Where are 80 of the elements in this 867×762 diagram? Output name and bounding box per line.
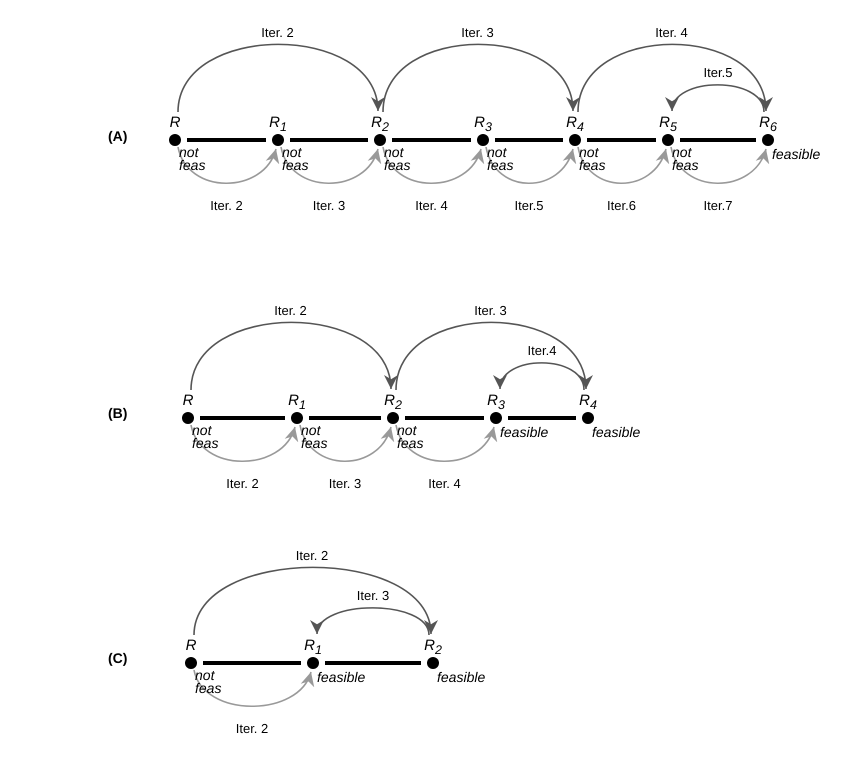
connecting-line — [508, 416, 576, 420]
arc-arrow — [395, 322, 590, 390]
status-label: not feas — [195, 669, 222, 695]
point-label: R — [184, 637, 198, 655]
edge-label: Iter. 2 — [208, 198, 245, 213]
connecting-line — [325, 661, 421, 665]
arc-arrow — [299, 424, 392, 462]
point-label: R — [182, 392, 194, 410]
edge-label: Iter.6 — [605, 198, 638, 213]
edge-label: Iter. 4 — [426, 476, 463, 491]
arc-arrow — [193, 670, 312, 707]
edge-label: Iter. 2 — [259, 24, 296, 40]
arc-arrow — [177, 44, 382, 112]
edge-label: Iter. 3 — [354, 588, 392, 603]
status-label: feasible — [500, 426, 548, 439]
arc-arrow — [668, 84, 765, 112]
point-label: R$_{3}$ — [473, 114, 493, 136]
edge-label: Iter. 3 — [310, 198, 348, 213]
point-label: R$_{1}$ — [303, 637, 323, 659]
edge-label: Iter.4 — [526, 343, 558, 358]
point-label: R$_{4}$ — [565, 114, 585, 136]
panel-label: (B) — [108, 405, 128, 421]
arc-arrow — [670, 146, 768, 184]
connecting-line — [495, 138, 563, 142]
status-label: not feas — [179, 146, 206, 172]
arc-arrow — [190, 322, 396, 390]
status-label: not feas — [301, 424, 328, 450]
arc-arrow — [485, 146, 574, 184]
point-label: R — [168, 114, 182, 132]
point-label: R$_{5}$ — [658, 114, 678, 136]
status-label: not feas — [487, 146, 514, 172]
status-label: not feas — [579, 146, 606, 172]
status-label: not feas — [397, 424, 424, 450]
point-label: R$_{2}$ — [383, 392, 403, 414]
connecting-line — [203, 661, 301, 665]
edge-label: Iter. 2 — [272, 302, 309, 318]
edge-label: Iter.5 — [702, 65, 734, 80]
status-label: not feas — [672, 146, 700, 172]
connecting-line — [392, 138, 471, 142]
arc-arrow — [395, 424, 496, 462]
point-label: R$_{6}$ — [758, 114, 778, 136]
connecting-line — [309, 416, 381, 420]
arc-arrow — [280, 146, 380, 184]
arc-arrow — [577, 146, 668, 184]
point-label: R$_{1}$ — [268, 114, 288, 136]
panel-label: (C) — [108, 650, 128, 666]
connecting-line — [680, 138, 756, 142]
point-label: R$_{4}$ — [578, 392, 598, 414]
connecting-line — [587, 138, 656, 142]
edge-label: Iter.7 — [702, 198, 734, 213]
status-label: not feas — [384, 146, 412, 172]
status-label: feasible — [317, 671, 366, 684]
status-label: feasible — [437, 671, 486, 684]
edge-label: Iter. 3 — [459, 24, 496, 40]
connecting-line — [290, 138, 368, 142]
point-label: R$_{2}$ — [423, 637, 443, 659]
point-label: R$_{1}$ — [287, 392, 307, 414]
edge-label: Iter. 2 — [224, 476, 261, 491]
status-label: not feas — [282, 146, 310, 172]
status-label: not feas — [192, 424, 220, 450]
arc-arrow — [382, 44, 578, 112]
edge-label: Iter. 2 — [234, 721, 270, 736]
edge-label: Iter. 3 — [472, 302, 509, 318]
arc-arrow — [496, 362, 585, 390]
arc-arrow — [577, 44, 770, 112]
point-label: R$_{3}$ — [486, 392, 506, 414]
connecting-line — [405, 416, 484, 420]
connecting-line — [187, 138, 266, 142]
edge-label: Iter. 4 — [413, 198, 450, 213]
panel-label: (A) — [108, 128, 128, 144]
edge-label: Iter. 2 — [294, 548, 330, 562]
edge-label: Iter. 3 — [326, 476, 364, 491]
edge-label: Iter.5 — [512, 198, 546, 213]
arc-arrow — [382, 146, 482, 184]
arc-arrow — [190, 424, 296, 462]
status-label: feasible — [592, 426, 640, 439]
connecting-line — [200, 416, 285, 420]
status-label: feasible — [772, 148, 820, 161]
point-label: R$_{2}$ — [370, 114, 390, 136]
arc-arrow — [177, 146, 278, 184]
